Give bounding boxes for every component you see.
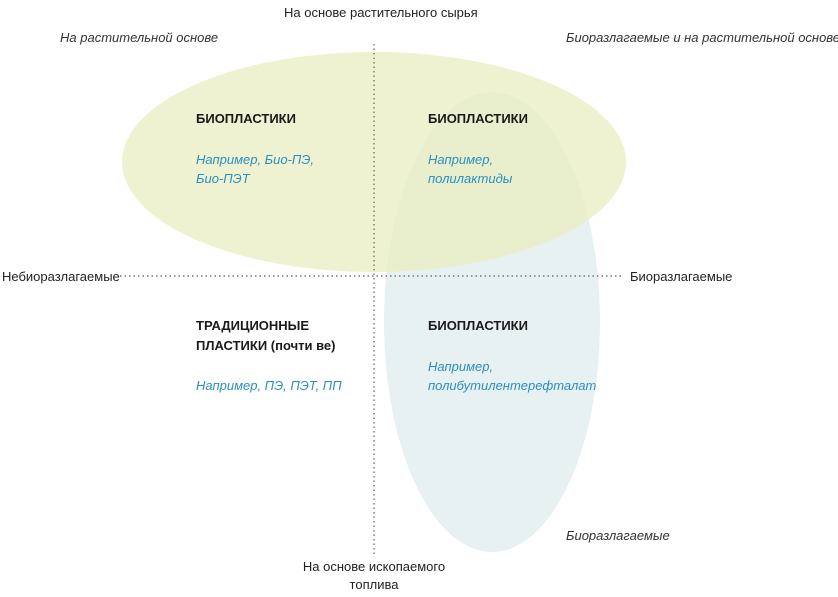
axis-label-bottom: На основе ископаемого топлива: [302, 559, 446, 592]
quadrant-top-left-heading: БИОПЛАСТИКИ: [196, 111, 296, 126]
quadrant-top-right-example-1: Например,: [428, 152, 494, 167]
quadrant-top-left-example-1: Например, Био-ПЭ,: [196, 152, 314, 167]
quadrant-bottom-left-heading-1: ТРАДИЦИОННЫЕ: [196, 318, 310, 333]
quadrant-bottom-right-heading: БИОПЛАСТИКИ: [428, 318, 528, 333]
corner-label-biodegradable: Биоразлагаемые: [566, 528, 670, 543]
corner-label-plant-based: На растительной основе: [60, 30, 219, 45]
quadrant-bottom-right-example-1: Например,: [428, 359, 494, 374]
axis-label-left: Небиоразлагаемые: [2, 269, 120, 284]
quadrant-top-right-heading: БИОПЛАСТИКИ: [428, 111, 528, 126]
quadrant-bottom-right-example-2: полибутилентерефталат: [428, 378, 597, 393]
corner-label-biodegradable-plant-based: Биоразлагаемые и на растительной основе: [566, 30, 838, 45]
quadrant-top-left-example-2: Био-ПЭТ: [196, 171, 250, 186]
axis-label-right: Биоразлагаемые: [630, 269, 733, 284]
quadrant-top-right-example-2: полилактиды: [428, 171, 513, 186]
quadrant-bottom-left-heading-2: ПЛАСТИКИ (почти ве): [196, 338, 336, 353]
axis-label-top: На основе растительного сырья: [284, 5, 478, 20]
quadrant-bottom-left-example: Например, ПЭ, ПЭТ, ПП: [196, 378, 342, 393]
